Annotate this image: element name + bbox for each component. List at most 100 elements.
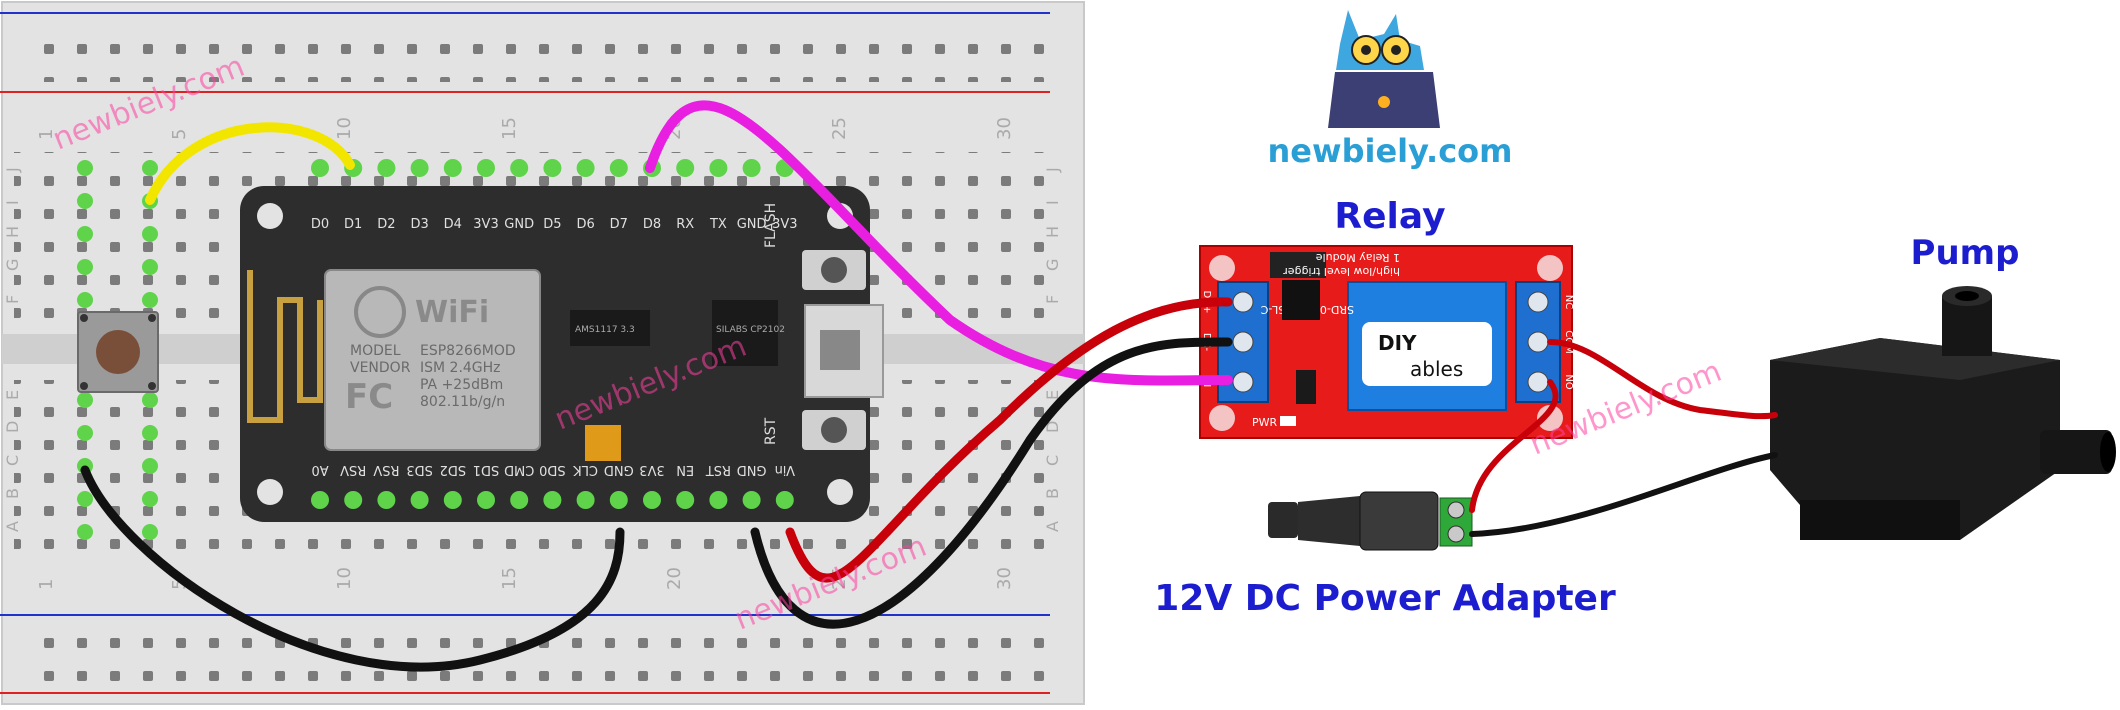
esp-pin[interactable]: [709, 491, 728, 509]
esp-pin[interactable]: [742, 491, 761, 509]
row-letter: I: [3, 200, 22, 205]
column-number: 15: [499, 117, 520, 140]
column-number: 25: [829, 117, 850, 140]
rst-label: RST: [763, 417, 779, 445]
yellow-wire: [145, 122, 355, 205]
esp-pin[interactable]: [609, 491, 628, 509]
connected-hole: [142, 292, 158, 308]
esp-pin[interactable]: [510, 491, 529, 509]
column-number: 30: [994, 567, 1015, 590]
esp-pin-label: D8: [643, 217, 661, 232]
black-wire-button: [80, 465, 625, 672]
antenna: [247, 270, 323, 423]
esp-pin[interactable]: [775, 491, 794, 509]
esp-pin-label: SD3: [406, 462, 433, 477]
row-letter: G: [3, 259, 22, 271]
row-letter: E: [3, 390, 22, 400]
esp-pin-label: D3: [410, 217, 428, 232]
row-letter: B: [3, 488, 22, 499]
esp-pin[interactable]: [676, 159, 695, 177]
row-letter: G: [1043, 259, 1062, 271]
row-letter: J: [1043, 167, 1062, 173]
esp-pin-label: 3V3: [772, 217, 797, 232]
connected-hole: [142, 425, 158, 441]
column-number: 15: [499, 567, 520, 590]
column-number: 1: [36, 579, 57, 590]
esp-pin-label: D6: [576, 217, 594, 232]
connected-hole: [142, 392, 158, 408]
esp-pin-label: Vin: [775, 462, 795, 477]
esp-pin[interactable]: [377, 491, 396, 509]
esp-pin[interactable]: [576, 159, 595, 177]
esp-pin[interactable]: [609, 159, 628, 177]
site-name: newbiely.com: [1268, 132, 1513, 170]
esp-pin-label: A0: [311, 462, 328, 477]
jumper[interactable]: [1270, 252, 1326, 278]
esp-pin-label: RX: [676, 217, 694, 232]
column-number: 1: [36, 129, 57, 140]
pump-label: Pump: [1911, 233, 2020, 273]
esp-pin-label: 3V3: [639, 462, 664, 477]
push-button[interactable]: [77, 311, 159, 393]
magenta-wire: [645, 100, 1233, 386]
connected-hole: [142, 226, 158, 242]
connected-hole: [142, 259, 158, 275]
connected-hole: [77, 193, 93, 209]
esp-pin-label: D2: [377, 217, 395, 232]
module-chip: ESP8266MOD: [420, 343, 516, 359]
esp-pin[interactable]: [576, 491, 595, 509]
esp-pin[interactable]: [543, 159, 562, 177]
esp-pin-label: D5: [543, 217, 561, 232]
esp-pin-label: SD0: [539, 462, 566, 477]
esp-pin[interactable]: [344, 491, 363, 509]
relay-output-pin-label: NC: [1563, 295, 1574, 309]
esp-pin[interactable]: [477, 159, 495, 177]
esp-pin[interactable]: [742, 159, 761, 177]
relay-output-pin-label: NO: [1563, 374, 1574, 389]
row-letter: I: [1043, 200, 1062, 205]
esp-pin-label: GND: [737, 462, 767, 477]
esp-pin-label: RSV: [373, 462, 399, 477]
esp-pin[interactable]: [643, 491, 661, 509]
row-letter: J: [3, 167, 22, 173]
column-number: 5: [169, 129, 190, 140]
esp-pin[interactable]: [443, 159, 462, 177]
power-rail-bottom: [44, 624, 1044, 684]
adapter-label: 12V DC Power Adapter: [1154, 578, 1616, 619]
row-letter: C: [1043, 455, 1062, 466]
esp-pin[interactable]: [443, 491, 462, 509]
connected-hole: [142, 458, 158, 474]
black-wire-pump: [1469, 452, 1778, 537]
esp-pin-label: 3V3: [473, 217, 498, 232]
esp-pin[interactable]: [410, 491, 429, 509]
esp-pin[interactable]: [311, 159, 329, 177]
connected-hole: [142, 524, 158, 540]
usb-chip-label: SILABS CP2102: [716, 325, 785, 335]
esp-pin-label: RST: [706, 462, 731, 477]
esp-pin[interactable]: [510, 159, 529, 177]
capacitor: [585, 425, 621, 461]
connected-hole: [77, 226, 93, 242]
esp-pin[interactable]: [377, 159, 396, 177]
esp-pin-label: D4: [444, 217, 462, 232]
flash-label: FLASH: [763, 203, 779, 248]
esp-pin[interactable]: [311, 491, 329, 509]
module-standard: 802.11b/g/n: [420, 394, 505, 410]
esp-pin-label: CMD: [504, 462, 534, 477]
esp-pin-label: CLK: [573, 462, 598, 477]
esp-pin[interactable]: [543, 491, 562, 509]
esp-pin[interactable]: [709, 159, 728, 177]
wifi-logo-text: WiFi: [415, 295, 489, 330]
esp-pin-label: RSV: [340, 462, 366, 477]
module-power: PA +25dBm: [420, 377, 503, 393]
esp-pin[interactable]: [676, 491, 695, 509]
esp-pin[interactable]: [410, 159, 429, 177]
esp-pin[interactable]: [477, 491, 495, 509]
pwr-led: [1280, 416, 1296, 426]
wifi-icon: [354, 286, 406, 338]
dc-power-adapter: [1268, 491, 1473, 551]
